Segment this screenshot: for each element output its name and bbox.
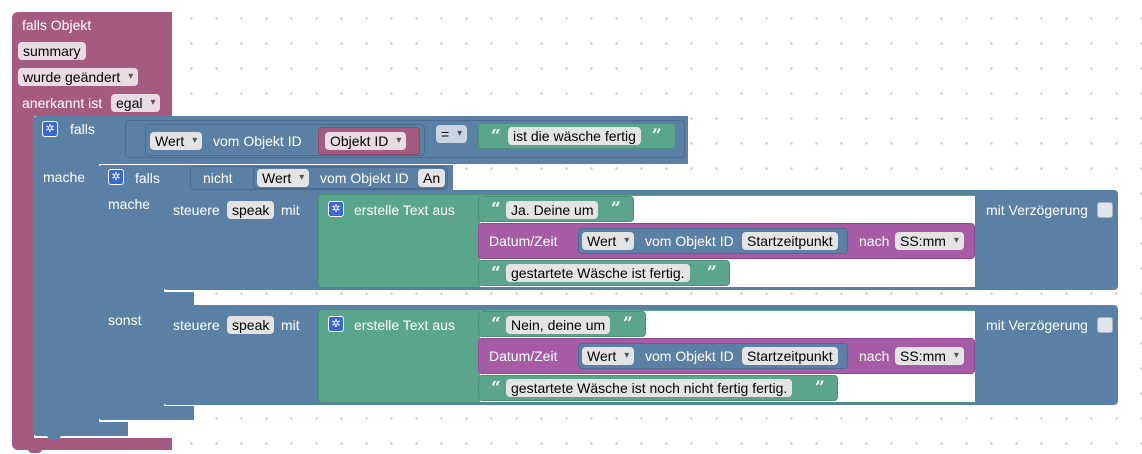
- action1-objekt-field[interactable]: Startzeitpunkt: [742, 232, 838, 250]
- if2-sonst-label: sonst: [108, 312, 142, 328]
- if1-wert-dropdown[interactable]: Wert: [150, 132, 203, 150]
- action1-nach-label: nach: [859, 233, 890, 249]
- action1-text2-field[interactable]: gestartete Wäsche ist fertig.: [506, 264, 690, 282]
- quote-open-icon: “: [491, 199, 501, 219]
- action1-wert-dropdown[interactable]: Wert: [582, 232, 635, 250]
- quote-close-icon: ”: [623, 314, 633, 334]
- trigger-object-field[interactable]: summary: [18, 42, 86, 60]
- action1-erstelle-label: erstelle Text aus: [354, 202, 455, 218]
- if2-mid: [98, 292, 194, 306]
- if1-next-connector: [47, 435, 61, 439]
- quote-open-icon: “: [491, 126, 501, 146]
- action2-format-dropdown[interactable]: SS:mm: [895, 347, 964, 365]
- action2-nach-label: nach: [859, 348, 890, 364]
- if2-objekt-field[interactable]: An: [418, 169, 446, 187]
- if2-bottom: [98, 406, 194, 420]
- if2-nicht-label: nicht: [203, 170, 233, 186]
- compare-text-field[interactable]: ist die wäsche fertig: [508, 127, 641, 145]
- action2-objekt-field[interactable]: Startzeitpunkt: [742, 347, 838, 365]
- action1-target-field[interactable]: speak: [227, 201, 275, 219]
- if1-falls-label: falls: [70, 121, 95, 137]
- if1-mache-label: mache: [43, 169, 86, 185]
- action2-text2-field[interactable]: gestartete Wäsche ist noch nicht fertig …: [506, 379, 793, 397]
- if2-mache-label: mache: [108, 196, 151, 212]
- action2-text1-field[interactable]: Nein, deine um: [506, 316, 611, 334]
- if1-body: [33, 160, 99, 430]
- action1-steuere-label: steuere: [173, 202, 220, 218]
- quote-open-icon: “: [491, 378, 501, 398]
- action1-format-dropdown[interactable]: SS:mm: [895, 232, 964, 250]
- action2-target-field[interactable]: speak: [227, 316, 275, 334]
- action2-mit-label: mit: [281, 317, 300, 333]
- if2-wert-dropdown[interactable]: Wert: [257, 169, 310, 187]
- compare-operator-dropdown[interactable]: =: [436, 125, 468, 143]
- action1-delay-checkbox[interactable]: [1097, 202, 1113, 218]
- quote-open-icon: “: [491, 314, 501, 334]
- quote-close-icon: ”: [611, 199, 621, 219]
- action1-verzoegerung-label: mit Verzögerung: [986, 202, 1088, 218]
- trigger-ack-label: anerkannt ist: [22, 95, 103, 111]
- gear-icon[interactable]: ✲: [328, 201, 344, 217]
- trigger-next-connector: [28, 449, 42, 453]
- quote-close-icon: ”: [815, 378, 825, 398]
- action2-wert-dropdown[interactable]: Wert: [582, 347, 635, 365]
- if1-objekt-id-dropdown[interactable]: Objekt ID: [325, 132, 407, 150]
- trigger-condition-dropdown[interactable]: wurde geändert: [18, 68, 139, 86]
- action1-datum-label: Datum/Zeit: [489, 233, 558, 249]
- gear-icon[interactable]: ✲: [328, 316, 344, 332]
- action1-mit-label: mit: [281, 202, 300, 218]
- action2-steuere-label: steuere: [173, 317, 220, 333]
- trigger-block-bottom: [12, 438, 172, 450]
- if1-vom-objekt-label: vom Objekt ID: [213, 133, 302, 149]
- action2-erstelle-label: erstelle Text aus: [354, 317, 455, 333]
- gear-icon[interactable]: ✲: [42, 121, 58, 137]
- action2-datum-label: Datum/Zeit: [489, 348, 558, 364]
- if2-vom-objekt-label: vom Objekt ID: [320, 170, 409, 186]
- if1-bottom: [33, 422, 128, 436]
- trigger-title: falls Objekt: [22, 17, 92, 33]
- quote-open-icon: “: [491, 263, 501, 283]
- action2-verzoegerung-label: mit Verzögerung: [986, 317, 1088, 333]
- action1-text1-field[interactable]: Ja. Deine um: [506, 201, 599, 219]
- quote-close-icon: ”: [652, 126, 662, 146]
- trigger-ack-dropdown[interactable]: egal: [111, 94, 161, 112]
- action2-vom-objekt-label: vom Objekt ID: [645, 348, 734, 364]
- quote-close-icon: ”: [707, 263, 717, 283]
- if2-falls-label: falls: [135, 170, 160, 186]
- gear-icon[interactable]: ✲: [108, 169, 124, 185]
- action1-vom-objekt-label: vom Objekt ID: [645, 233, 734, 249]
- action2-delay-checkbox[interactable]: [1097, 317, 1113, 333]
- trigger-block-body: [12, 112, 34, 442]
